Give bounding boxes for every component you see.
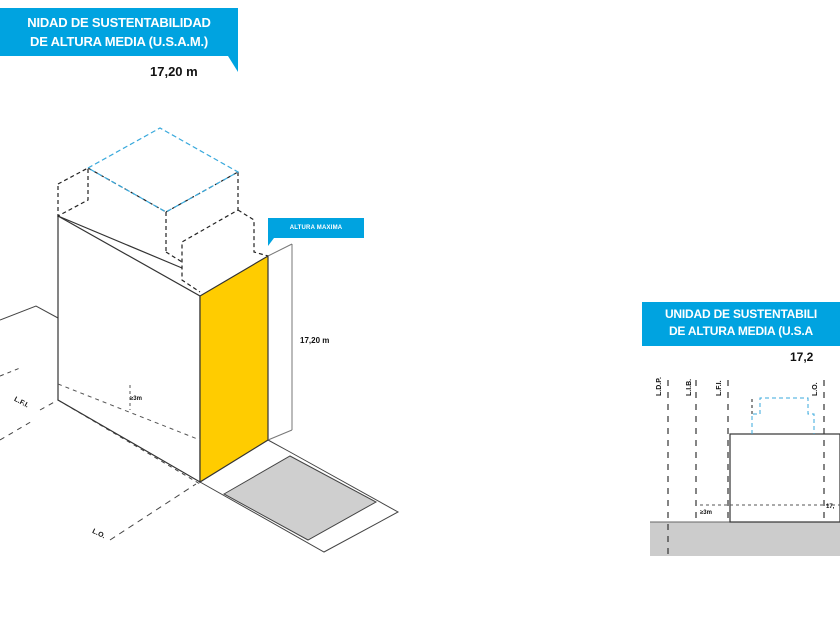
banner-right-line1: UNIDAD DE SUSTENTABILI <box>664 307 818 321</box>
elev-label-lo: L.O. <box>812 382 819 396</box>
title-banner-right: UNIDAD DE SUSTENTABILI DE ALTURA MEDIA (… <box>642 302 840 346</box>
elevation-building <box>729 433 840 523</box>
title-banner-left: NIDAD DE SUSTENTABILIDAD DE ALTURA MEDIA… <box>0 8 238 72</box>
max-height-tag: ALTURA MAXIMA <box>268 218 364 246</box>
height-dimension-label: 17,20 m <box>300 336 330 345</box>
banner-right-line2: DE ALTURA MEDIA (U.S.A <box>668 324 814 338</box>
elev-label-ldp: L.D.P. <box>656 377 663 396</box>
elev-label-lib: L.I.B. <box>686 378 693 396</box>
ground-strip <box>650 522 840 556</box>
height-side-label-right: 17, <box>826 504 835 510</box>
elevation-diagram <box>650 380 840 556</box>
height-label-left: 17,20 m <box>150 64 198 79</box>
sidewalk <box>199 439 400 553</box>
height-dimension <box>267 243 293 441</box>
setback-label-right: ≥3m <box>700 510 712 516</box>
setback-volumes <box>57 127 269 293</box>
banner-left-line1: NIDAD DE SUSTENTABILIDAD <box>27 15 211 30</box>
elev-label-lfi: L.F.I. <box>716 380 723 396</box>
height-label-right: 17,2 <box>790 350 814 364</box>
banner-left-line2: DE ALTURA MEDIA (U.S.A.M.) <box>30 34 208 49</box>
roof-outline <box>86 127 240 213</box>
setback-label-left: ≥3m <box>130 396 142 402</box>
building-volume <box>57 214 269 484</box>
facade-yellow-face <box>199 254 269 484</box>
